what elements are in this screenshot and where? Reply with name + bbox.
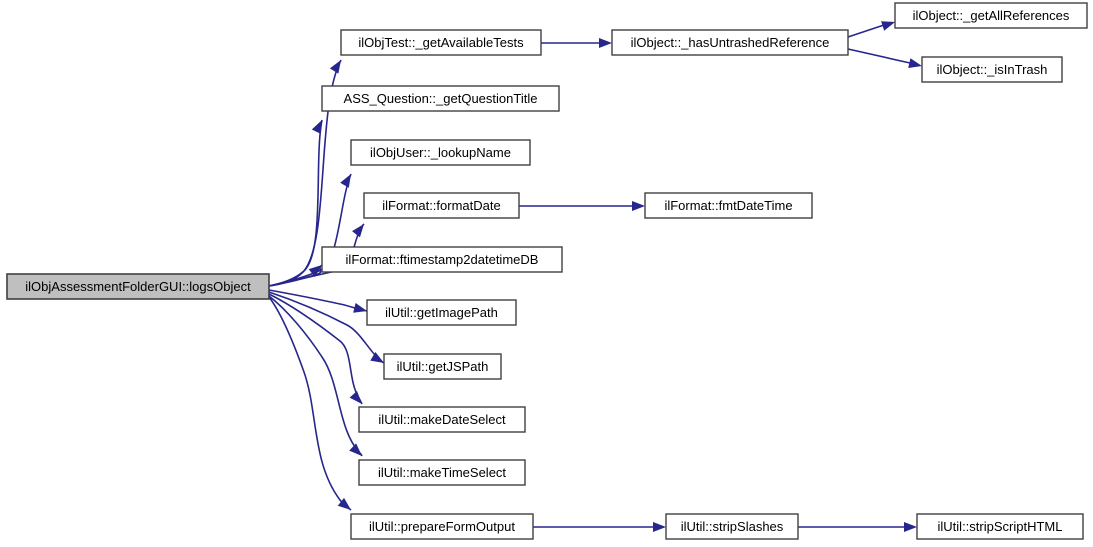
graph-node-allrefs[interactable]: ilObject::_getAllReferences bbox=[894, 2, 1088, 29]
arrowhead-icon bbox=[653, 522, 666, 532]
graph-node-qtitle[interactable]: ASS_Question::_getQuestionTitle bbox=[321, 85, 560, 112]
node-box-lookupname[interactable] bbox=[350, 139, 531, 166]
arrowhead-glyph bbox=[329, 60, 341, 74]
arrowhead-glyph bbox=[632, 201, 645, 211]
graph-node-avail[interactable]: ilObjTest::_getAvailableTests bbox=[340, 29, 542, 56]
node-label-jspath: ilUtil::getJSPath bbox=[397, 359, 489, 374]
node-label-datesel: ilUtil::makeDateSelect bbox=[378, 412, 506, 427]
node-box-ftimestamp[interactable] bbox=[321, 246, 563, 273]
node-box-stripslash[interactable] bbox=[665, 513, 799, 540]
call-edge-untrashed-to-allrefs bbox=[847, 24, 885, 38]
node-label-allrefs: ilObject::_getAllReferences bbox=[913, 8, 1070, 23]
node-box-qtitle[interactable] bbox=[321, 85, 560, 112]
node-label-stripscript: ilUtil::stripScriptHTML bbox=[938, 519, 1063, 534]
node-box-fmtdatetime[interactable] bbox=[644, 192, 813, 219]
arrowhead-icon bbox=[340, 174, 351, 188]
arrowhead-glyph bbox=[311, 120, 322, 134]
arrowhead-glyph bbox=[653, 522, 666, 532]
arrowhead-icon bbox=[337, 497, 351, 510]
arrowhead-icon bbox=[352, 224, 364, 238]
graph-node-datesel[interactable]: ilUtil::makeDateSelect bbox=[358, 406, 526, 433]
node-box-untrashed[interactable] bbox=[611, 29, 849, 56]
node-box-formatdate[interactable] bbox=[363, 192, 520, 219]
graph-node-jspath[interactable]: ilUtil::getJSPath bbox=[383, 353, 502, 380]
graph-node-prepform[interactable]: ilUtil::prepareFormOutput bbox=[350, 513, 534, 540]
node-label-lookupname: ilObjUser::_lookupName bbox=[370, 145, 511, 160]
arrowhead-glyph bbox=[908, 58, 922, 68]
graph-node-formatdate[interactable]: ilFormat::formatDate bbox=[363, 192, 520, 219]
node-box-allrefs[interactable] bbox=[894, 2, 1088, 29]
arrowhead-glyph bbox=[353, 303, 367, 313]
arrowhead-icon bbox=[311, 120, 322, 134]
arrowhead-icon bbox=[329, 60, 341, 74]
arrowhead-icon bbox=[632, 201, 645, 211]
graph-node-timesel[interactable]: ilUtil::makeTimeSelect bbox=[358, 459, 526, 486]
node-label-imagepath: ilUtil::getImagePath bbox=[385, 305, 498, 320]
graph-node-stripslash[interactable]: ilUtil::stripSlashes bbox=[665, 513, 799, 540]
node-box-prepform[interactable] bbox=[350, 513, 534, 540]
arrowhead-glyph bbox=[904, 522, 917, 532]
node-box-timesel[interactable] bbox=[358, 459, 526, 486]
node-label-untrashed: ilObject::_hasUntrashedReference bbox=[631, 35, 830, 50]
arrowhead-glyph bbox=[599, 38, 612, 48]
node-label-stripslash: ilUtil::stripSlashes bbox=[681, 519, 784, 534]
node-label-fmtdatetime: ilFormat::fmtDateTime bbox=[664, 198, 792, 213]
arrowhead-glyph bbox=[340, 174, 351, 188]
node-label-timesel: ilUtil::makeTimeSelect bbox=[378, 465, 506, 480]
arrowhead-icon bbox=[881, 21, 895, 31]
node-box-imagepath[interactable] bbox=[366, 299, 517, 326]
graph-node-stripscript[interactable]: ilUtil::stripScriptHTML bbox=[916, 513, 1084, 540]
node-label-ftimestamp: ilFormat::ftimestamp2datetimeDB bbox=[346, 252, 539, 267]
nodes-layer: ilObjAssessmentFolderGUI::logsObject ilOb… bbox=[6, 2, 1088, 540]
arrowhead-icon bbox=[904, 522, 917, 532]
node-label-avail: ilObjTest::_getAvailableTests bbox=[358, 35, 524, 50]
graph-node-isintrash[interactable]: ilObject::_isInTrash bbox=[921, 56, 1063, 83]
graph-node-imagepath[interactable]: ilUtil::getImagePath bbox=[366, 299, 517, 326]
call-edge-root-to-qtitle bbox=[268, 119, 323, 287]
node-label-prepform: ilUtil::prepareFormOutput bbox=[369, 519, 515, 534]
node-label-qtitle: ASS_Question::_getQuestionTitle bbox=[344, 91, 538, 106]
arrowhead-glyph bbox=[349, 390, 362, 404]
graph-node-root[interactable]: ilObjAssessmentFolderGUI::logsObject bbox=[6, 273, 270, 300]
node-label-formatdate: ilFormat::formatDate bbox=[382, 198, 500, 213]
graph-node-fmtdatetime[interactable]: ilFormat::fmtDateTime bbox=[644, 192, 813, 219]
graph-node-lookupname[interactable]: ilObjUser::_lookupName bbox=[350, 139, 531, 166]
arrowhead-icon bbox=[349, 390, 362, 404]
graph-node-ftimestamp[interactable]: ilFormat::ftimestamp2datetimeDB bbox=[321, 246, 563, 273]
graph-node-untrashed[interactable]: ilObject::_hasUntrashedReference bbox=[611, 29, 849, 56]
arrowhead-icon bbox=[599, 38, 612, 48]
arrowhead-icon bbox=[353, 303, 367, 313]
node-box-jspath[interactable] bbox=[383, 353, 502, 380]
arrowhead-glyph bbox=[308, 265, 322, 277]
node-box-datesel[interactable] bbox=[358, 406, 526, 433]
arrowhead-glyph bbox=[352, 224, 364, 238]
call-edge-untrashed-to-isintrash bbox=[847, 48, 911, 64]
arrowhead-icon bbox=[908, 58, 922, 68]
arrowhead-icon bbox=[308, 265, 322, 277]
arrowheads-layer bbox=[308, 21, 922, 532]
node-label-isintrash: ilObject::_isInTrash bbox=[937, 62, 1048, 77]
arrowhead-glyph bbox=[370, 352, 384, 363]
arrowhead-icon bbox=[370, 352, 384, 363]
node-box-root[interactable] bbox=[6, 273, 270, 300]
node-box-isintrash[interactable] bbox=[921, 56, 1063, 83]
node-box-avail[interactable] bbox=[340, 29, 542, 56]
call-edge-root-to-jspath bbox=[268, 291, 385, 364]
arrowhead-icon bbox=[349, 443, 362, 456]
arrowhead-glyph bbox=[881, 21, 895, 31]
arrowhead-glyph bbox=[349, 443, 362, 456]
node-box-stripscript[interactable] bbox=[916, 513, 1084, 540]
node-label-root: ilObjAssessmentFolderGUI::logsObject bbox=[25, 279, 251, 294]
arrowhead-glyph bbox=[337, 497, 351, 510]
